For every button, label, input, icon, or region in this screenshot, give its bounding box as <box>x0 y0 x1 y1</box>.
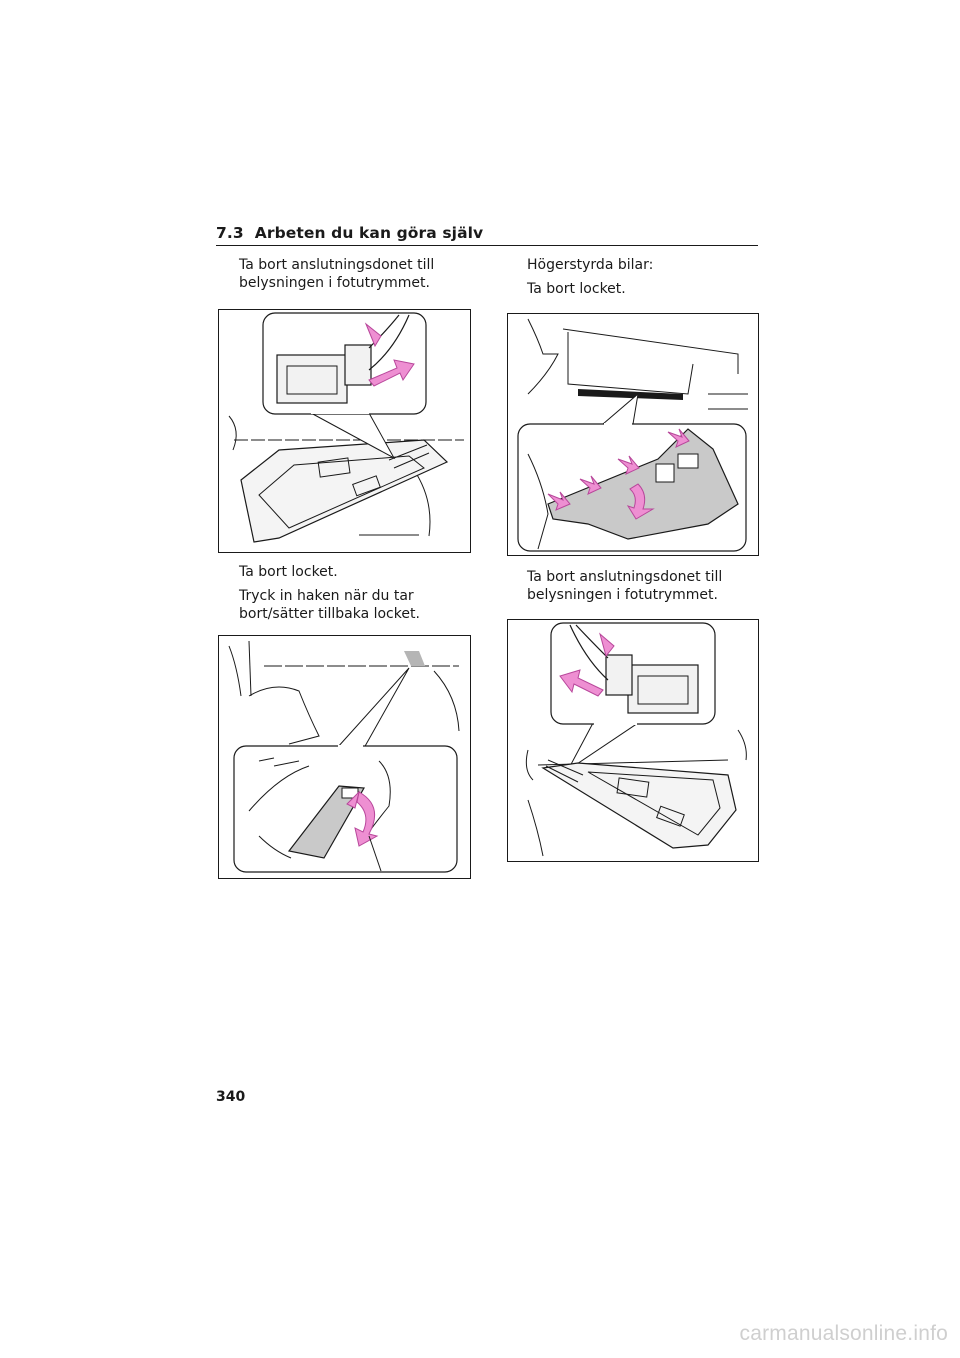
section-number: 7.3 <box>216 224 244 242</box>
cover-lhd-illustration <box>228 640 460 873</box>
left-step2-text-block: Ta bort locket. Tryck in haken när du ta… <box>239 563 469 629</box>
section-header: 7.3 Arbeten du kan göra själv <box>216 224 483 242</box>
right-step1-line2: Ta bort locket. <box>527 281 626 297</box>
cover-rhd-illustration <box>517 318 748 552</box>
connector-lhd-illustration <box>228 312 464 543</box>
watermark: carmanualsonline.info <box>739 1322 948 1345</box>
left-step1-text-block: Ta bort anslutningsdonet till belysninge… <box>239 256 464 298</box>
left-step1-text: Ta bort anslutningsdonet till belysninge… <box>239 257 435 291</box>
left-step2-line1: Ta bort locket. <box>239 564 338 580</box>
figure-connector-lhd <box>218 309 471 553</box>
right-step2-text: Ta bort anslutningsdonet till belysninge… <box>527 569 723 603</box>
section-title: Arbeten du kan göra själv <box>254 224 484 242</box>
connector-rhd-illustration <box>525 622 747 857</box>
left-step2-line2: Tryck in haken när du tar bort/sätter ti… <box>239 588 420 622</box>
right-step1-line1: Högerstyrda bilar: <box>527 257 654 273</box>
figure-cover-rhd <box>507 313 759 556</box>
header-divider <box>216 245 758 246</box>
right-step2-text-block: Ta bort anslutningsdonet till belysninge… <box>527 568 747 610</box>
right-step1-text-block: Högerstyrda bilar: Ta bort locket. <box>527 256 747 304</box>
figure-connector-rhd <box>507 619 759 862</box>
figure-cover-lhd <box>218 635 471 879</box>
page-number: 340 <box>216 1089 246 1105</box>
